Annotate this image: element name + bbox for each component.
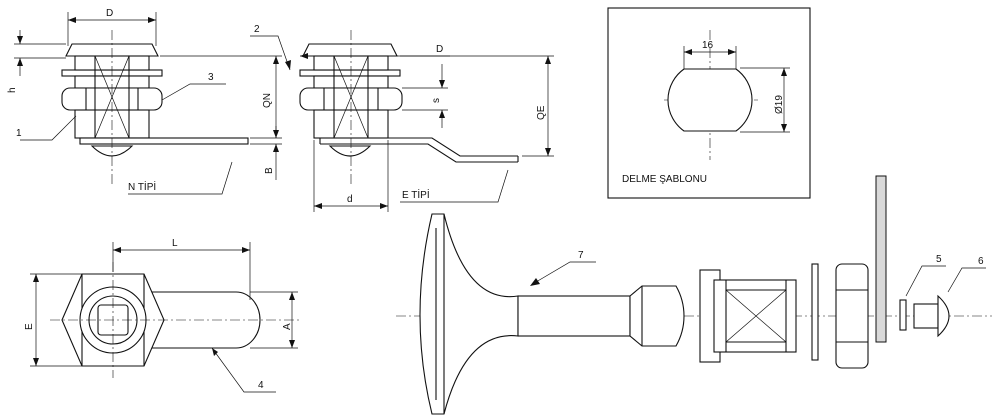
dim-a: A xyxy=(282,323,293,330)
dim-h: h xyxy=(7,87,18,93)
dim-b: B xyxy=(264,167,275,174)
dim-d-top: D xyxy=(106,8,113,19)
callout-2: 2 xyxy=(254,24,260,35)
exploded-view: 7 5 6 xyxy=(396,175,992,415)
n-type-side-view: D h 1 3 xyxy=(7,8,282,195)
label-e-type: E TİPİ xyxy=(402,188,430,201)
drilling-template: 16 Ø19 DELME ŞABLONU xyxy=(607,7,811,199)
callout-5: 5 xyxy=(936,254,942,265)
dim-qn: QN xyxy=(262,93,273,108)
dim-l: L xyxy=(172,238,178,249)
dim-d-small: d xyxy=(347,194,353,205)
e-type-side-view: 2 D s QE d E TİPİ xyxy=(250,24,554,212)
callout-7: 7 xyxy=(578,250,584,261)
template-width: 16 xyxy=(702,40,714,51)
dim-d-side: D xyxy=(436,44,443,55)
dim-s: s xyxy=(431,98,442,103)
dim-qe: QE xyxy=(536,105,547,120)
callout-3: 3 xyxy=(208,72,214,83)
label-n-type: N TİPİ xyxy=(128,180,156,193)
top-view: L E A 4 xyxy=(24,238,300,393)
template-diameter: Ø19 xyxy=(774,95,785,114)
template-title: DELME ŞABLONU xyxy=(622,174,707,185)
callout-4: 4 xyxy=(258,380,264,391)
callout-6: 6 xyxy=(978,256,984,267)
callout-1: 1 xyxy=(16,128,22,139)
dim-e: E xyxy=(24,323,35,330)
